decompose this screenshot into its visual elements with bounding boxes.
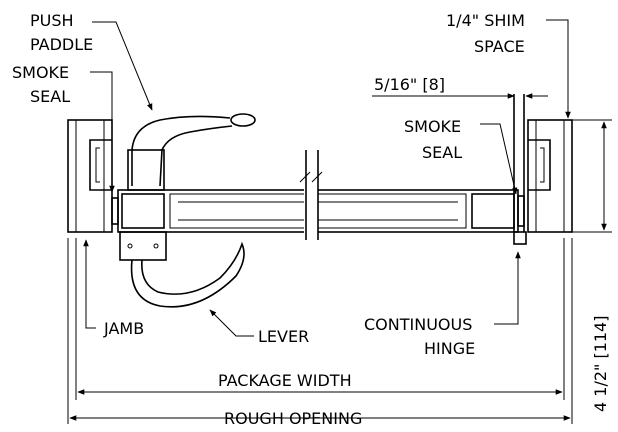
hinge-label-line2: HINGE bbox=[424, 339, 475, 358]
depth-dimension-label: 4 1/2" [114] bbox=[591, 316, 610, 412]
package-width-label: PACKAGE WIDTH bbox=[218, 371, 352, 390]
right-smoke-seal-label-line2: SEAL bbox=[422, 143, 462, 162]
right-smoke-seal-leader bbox=[480, 123, 518, 195]
left-smoke-seal-label-line1: SMOKE bbox=[12, 63, 69, 82]
rough-opening-label: ROUGH OPENING bbox=[224, 409, 362, 428]
depth-dimension bbox=[572, 119, 612, 233]
jamb-label: JAMB bbox=[103, 319, 144, 338]
push-paddle-label-line1: PUSH bbox=[30, 11, 74, 30]
left-smoke-seal bbox=[111, 197, 119, 225]
left-jamb bbox=[67, 119, 113, 233]
jamb-leader bbox=[83, 239, 96, 329]
push-paddle-label-line2: PADDLE bbox=[30, 35, 93, 54]
continuous-hinge bbox=[513, 94, 527, 245]
lever-label: LEVER bbox=[258, 327, 309, 346]
shim-leader bbox=[546, 19, 571, 119]
door-leaf bbox=[117, 150, 519, 240]
width-dimensions bbox=[67, 238, 573, 424]
hinge-label-line1: CONTINUOUS bbox=[364, 315, 472, 334]
lever-handle bbox=[119, 231, 245, 308]
gap-dimension-label: 5/16" [8] bbox=[374, 75, 445, 94]
left-smoke-seal-label-line2: SEAL bbox=[30, 87, 70, 106]
push-paddle bbox=[127, 113, 256, 191]
push-paddle-leader bbox=[92, 21, 153, 111]
right-smoke-seal bbox=[517, 195, 525, 227]
right-jamb bbox=[527, 119, 573, 233]
left-smoke-seal-leader bbox=[90, 71, 115, 193]
lever-leader bbox=[209, 309, 254, 337]
shim-label-line2: SPACE bbox=[474, 37, 525, 56]
shim-label-line1: 1/4" SHIM bbox=[446, 11, 525, 30]
hinge-leader bbox=[494, 251, 521, 325]
right-smoke-seal-label-line1: SMOKE bbox=[404, 117, 461, 136]
